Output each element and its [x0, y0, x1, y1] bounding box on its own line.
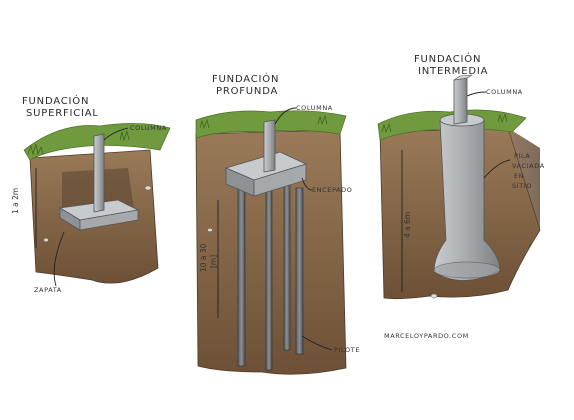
- column: [263, 119, 276, 173]
- credit-text: MARCELOYPARDO.COM: [384, 332, 469, 340]
- title-line-1: FUNDACIÓN: [414, 52, 481, 65]
- column: [453, 74, 473, 125]
- label-column: COLUMNA: [130, 124, 167, 132]
- title-line-1: FUNDACIÓN: [212, 72, 279, 85]
- label-pier-line-3: EN: [514, 172, 524, 180]
- label-pier-line-2: VACIADA: [512, 162, 545, 170]
- title-line-2: INTERMEDIA: [418, 66, 488, 77]
- shallow-foundation-diagram: FUNDACIÓN SUPERFICIAL COLUMNA 1 a 2m ZAP…: [11, 94, 171, 294]
- label-pier-line-4: SITIO: [512, 182, 532, 190]
- label-column: COLUMNA: [296, 104, 333, 112]
- drilled-pier: [433, 113, 501, 281]
- label-depth-line-1: 10 a 30: [199, 243, 208, 272]
- label-depth: 1 a 2m: [11, 188, 20, 214]
- soil-side: [508, 128, 540, 230]
- title-line-1: FUNDACIÓN: [22, 94, 89, 107]
- label-column: COLUMNA: [486, 88, 523, 96]
- label-pier-line-1: PILA: [514, 152, 530, 160]
- label-pile: PILOTE: [334, 346, 360, 354]
- label-cap: ENCEPADO: [312, 186, 353, 194]
- title-line-2: SUPERFICIAL: [26, 108, 99, 119]
- intermediate-foundation-diagram: FUNDACIÓN INTERMEDIA COLUMNA PILA VACIAD…: [377, 52, 545, 300]
- column: [93, 133, 105, 213]
- title-line-2: PROFUNDA: [216, 86, 278, 97]
- label-depth-line-2: [m]: [209, 255, 218, 268]
- label-depth: 4 a 6m: [403, 212, 412, 238]
- deep-foundation-diagram: FUNDACIÓN PROFUNDA COLUMNA ENCEPADO 10 a…: [195, 72, 360, 375]
- label-footing: ZAPATA: [34, 286, 62, 294]
- pile-cap-encepado: [224, 151, 308, 197]
